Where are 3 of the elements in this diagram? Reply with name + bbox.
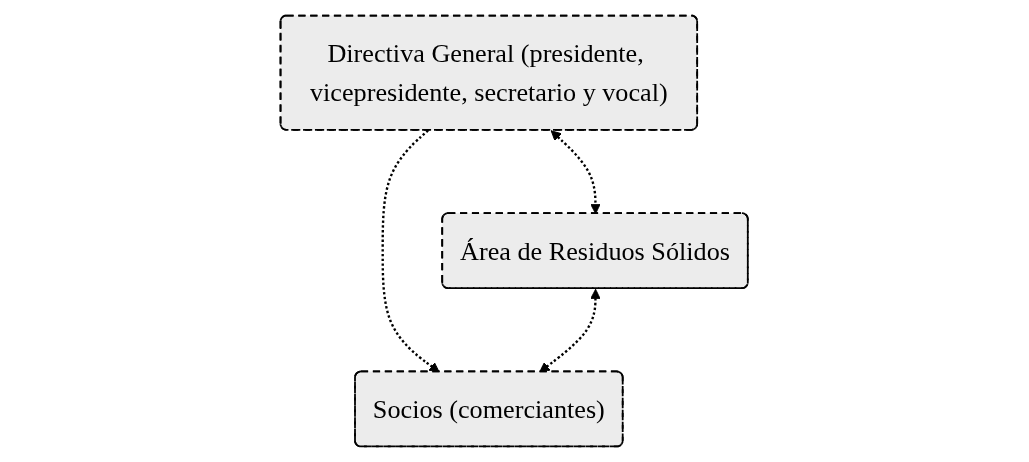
- arrow: [539, 288, 601, 373]
- arrow: [381, 129, 440, 373]
- arrow: [551, 130, 602, 215]
